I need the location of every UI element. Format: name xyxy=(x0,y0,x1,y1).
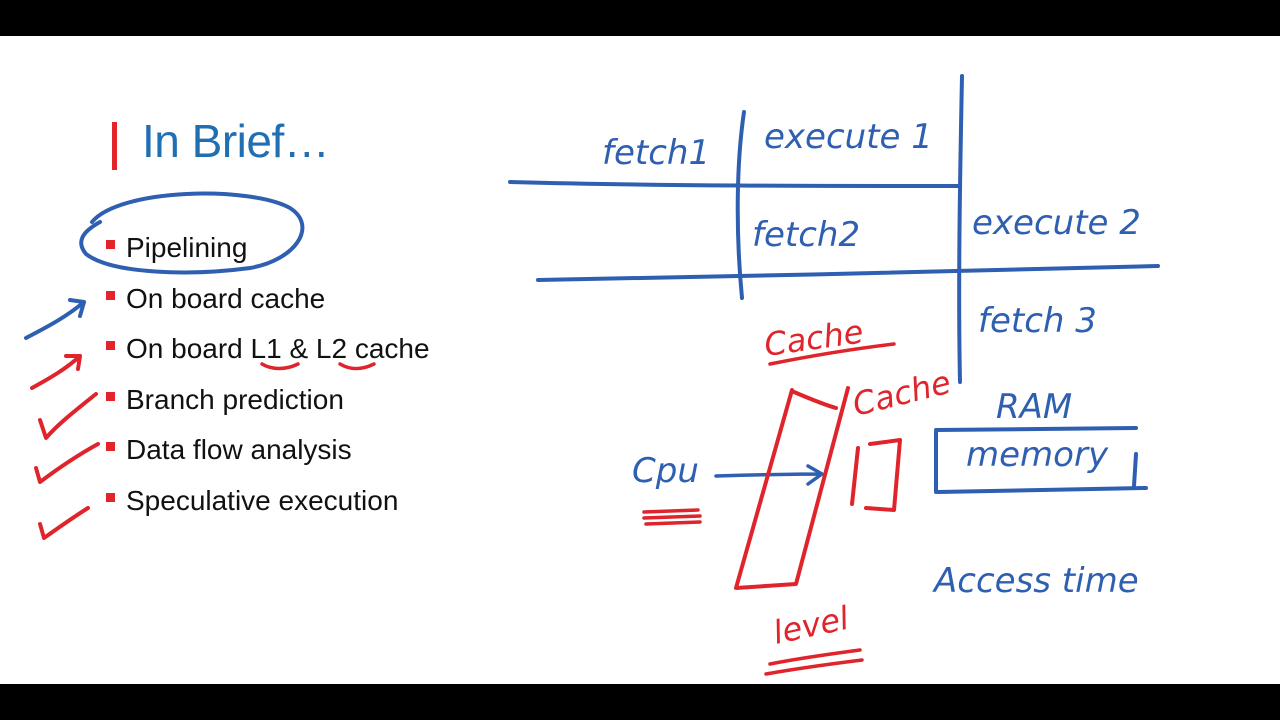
handwritten-execute1: execute 1 xyxy=(764,117,933,157)
pipeline-table-line xyxy=(735,110,746,300)
bullet-square-icon xyxy=(106,442,115,452)
bullet-item: Data flow analysis xyxy=(104,428,430,479)
handwritten-ram: RAM xyxy=(996,387,1072,427)
memory-box xyxy=(934,426,1148,494)
slide-title: In Brief… xyxy=(142,115,330,167)
red-checkmark xyxy=(38,392,98,440)
letterbox-bottom xyxy=(0,684,1280,720)
red-underline xyxy=(338,362,376,371)
red-checkmark xyxy=(38,506,90,540)
red-arrow-annotation xyxy=(30,354,82,390)
bullet-square-icon xyxy=(106,240,115,249)
handwritten-fetch3: fetch 3 xyxy=(978,301,1097,341)
small-cache-box xyxy=(850,438,902,512)
bullet-item: Speculative execution xyxy=(104,479,430,530)
blue-arrow-annotation xyxy=(24,298,86,340)
pipeline-table-line xyxy=(508,180,962,188)
handwritten-cache-side: Cache xyxy=(849,363,955,424)
bullet-list: Pipelining On board cache On board L1 & … xyxy=(104,226,430,530)
ink-annotations-layer: fetch1 execute 1 fetch2 execute 2 fetch … xyxy=(24,74,1160,676)
bullet-square-icon xyxy=(106,492,115,502)
letterbox-top xyxy=(0,0,1280,36)
title-accent-bar xyxy=(112,122,117,170)
bullet-item: Branch prediction xyxy=(104,378,430,429)
handwritten-fetch1: fetch1 xyxy=(602,133,710,173)
pipeline-table-line xyxy=(957,74,964,384)
bullet-text: Speculative execution xyxy=(126,484,399,516)
handwritten-execute2: execute 2 xyxy=(972,203,1141,243)
level-underline xyxy=(764,648,864,676)
bullet-square-icon xyxy=(106,290,115,300)
handwritten-access-time: Access time xyxy=(932,561,1139,601)
slide: In Brief… Pipelining On board cache On b… xyxy=(0,36,1280,684)
bullet-text: Pipelining xyxy=(126,232,248,263)
cache-level-slab xyxy=(734,386,850,590)
handwritten-fetch2: fetch2 xyxy=(752,215,860,255)
bullet-item: On board cache xyxy=(104,277,430,328)
bullet-item: On board L1 & L2 cache xyxy=(104,327,430,378)
handwritten-cpu: Cpu xyxy=(632,451,699,491)
bullet-text: On board L1 & L2 cache xyxy=(126,333,430,365)
bullet-text: On board cache xyxy=(126,282,326,314)
red-checkmark xyxy=(34,442,100,484)
handwritten-level: level xyxy=(770,599,852,652)
blue-circle-annotation xyxy=(79,191,305,275)
bullet-square-icon xyxy=(106,341,115,351)
bullet-text: Branch prediction xyxy=(126,383,344,415)
cache-underline xyxy=(768,342,896,366)
handwritten-memory: memory xyxy=(966,435,1109,475)
handwritten-cache-top: Cache xyxy=(762,312,866,363)
red-underline xyxy=(260,362,300,371)
bullet-square-icon xyxy=(106,391,115,401)
bullet-text: Data flow analysis xyxy=(126,434,352,466)
bullet-item: Pipelining xyxy=(104,226,430,277)
pipeline-table-line xyxy=(536,264,1160,282)
cpu-underline xyxy=(642,508,702,526)
